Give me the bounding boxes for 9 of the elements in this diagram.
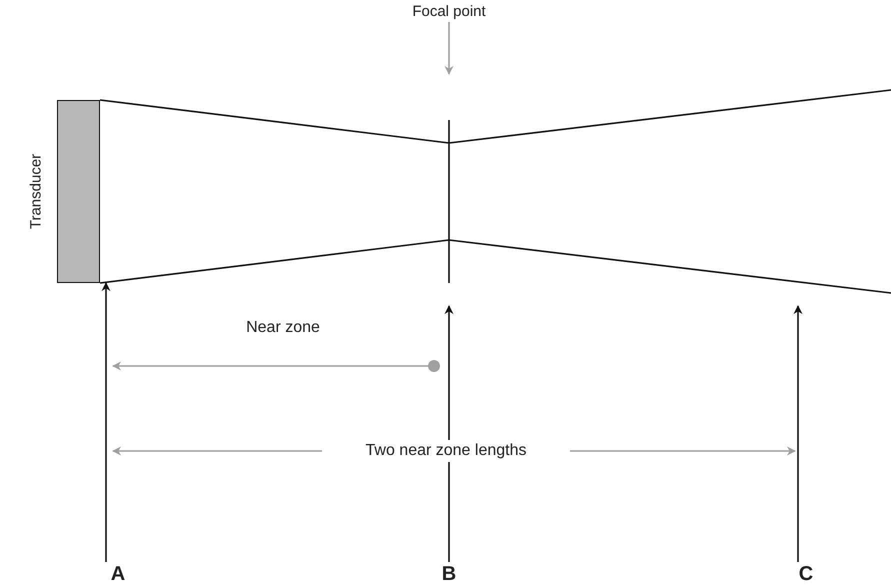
transducer-label: Transducer <box>28 152 44 232</box>
arrow <box>102 282 110 562</box>
arrow <box>444 305 454 562</box>
position-letter: B <box>431 562 467 586</box>
position-letter: A <box>100 562 136 586</box>
focal-point-label: Focal point <box>389 2 509 22</box>
position-letter: C <box>788 562 824 586</box>
arrow <box>794 305 802 562</box>
arrow <box>444 22 454 75</box>
